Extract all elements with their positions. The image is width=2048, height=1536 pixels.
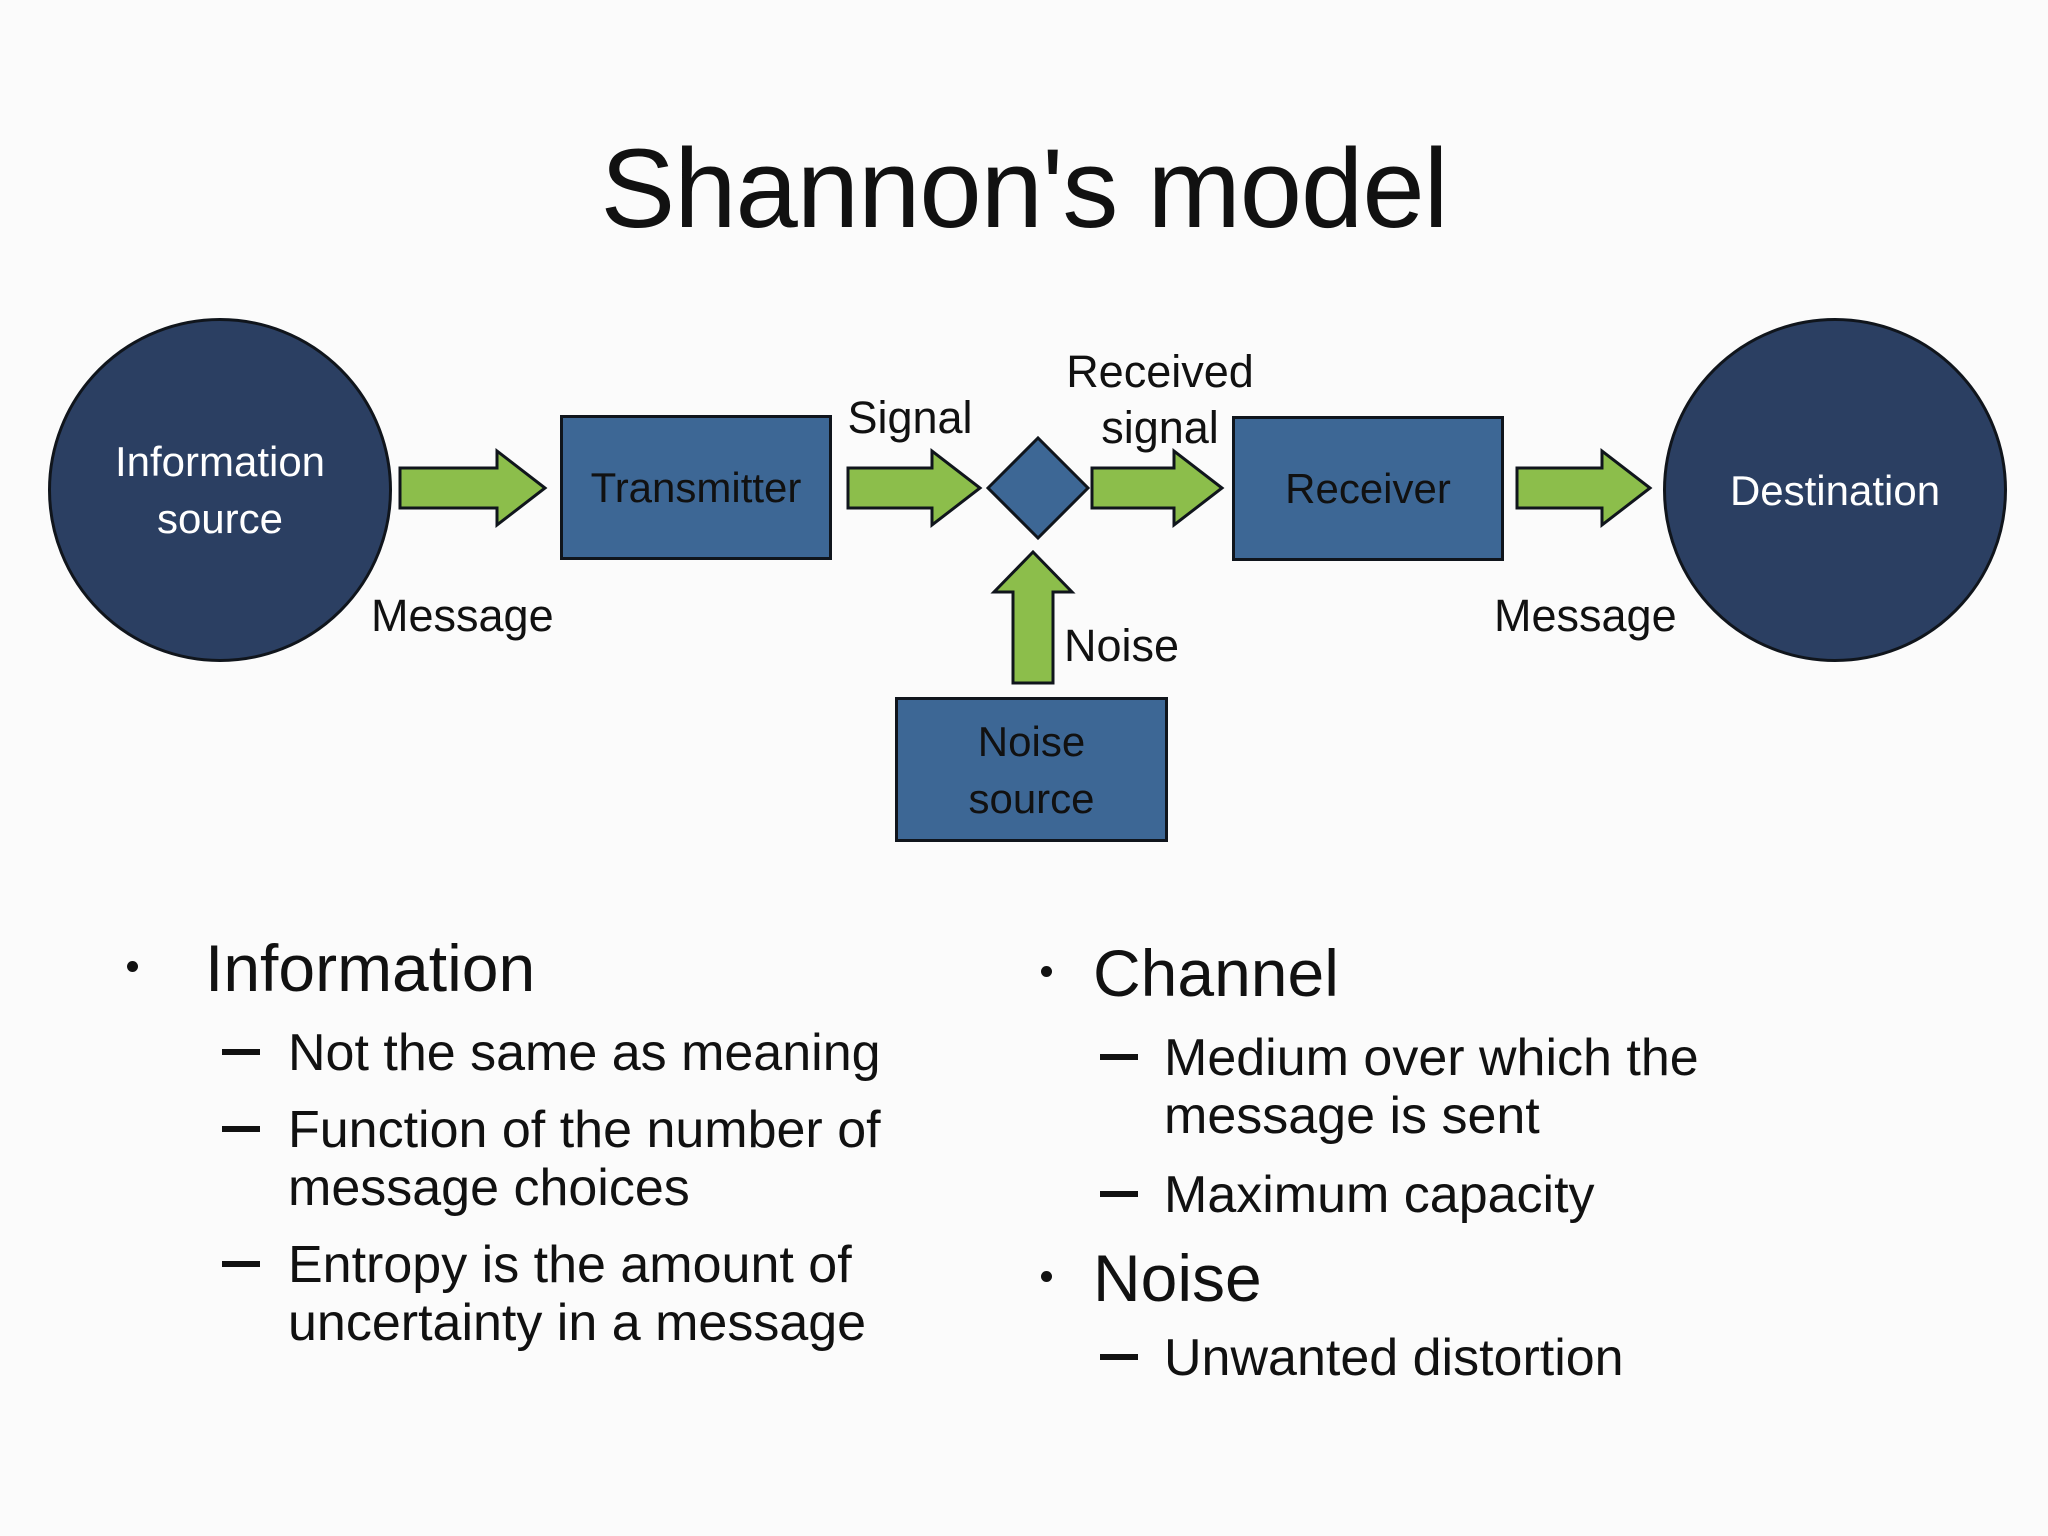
arrow-message-left-icon bbox=[398, 447, 548, 529]
bullet-dash-icon bbox=[222, 1261, 260, 1267]
transmitter-label: Transmitter bbox=[590, 464, 802, 511]
information-source-label: Information source bbox=[114, 438, 326, 542]
destination-node: Destination bbox=[1663, 318, 2007, 662]
destination-label: Destination bbox=[1729, 466, 1941, 514]
bullet-subitem-entropy: Entropy is the amount of uncertainty in … bbox=[222, 1236, 866, 1352]
bullet-subitem-maximum-capacity: Maximum capacity bbox=[1100, 1166, 1595, 1224]
receiver-node: Receiver bbox=[1232, 416, 1504, 561]
bullet-dash-icon bbox=[1100, 1354, 1138, 1360]
arrow-message-right-icon bbox=[1515, 447, 1653, 529]
bullet-dash-icon bbox=[1100, 1054, 1138, 1060]
arrow-signal-icon bbox=[846, 447, 983, 529]
bullet-dash-icon bbox=[222, 1126, 260, 1132]
page-title: Shannon's model bbox=[600, 126, 1449, 251]
bullet-subitem-text: Function of the number of message choice… bbox=[288, 1101, 881, 1217]
bullet-subitem-medium: Medium over which the message is sent bbox=[1100, 1029, 1699, 1145]
label-message-left: Message bbox=[371, 590, 554, 641]
bullet-subitem-text: Maximum capacity bbox=[1164, 1166, 1595, 1224]
bullet-subitem-text: Medium over which the message is sent bbox=[1164, 1029, 1699, 1145]
bullet-subitem-text: Entropy is the amount of uncertainty in … bbox=[288, 1236, 867, 1352]
arrow-received-signal-icon bbox=[1090, 447, 1225, 529]
label-signal: Signal bbox=[847, 392, 973, 443]
transmitter-node: Transmitter bbox=[560, 415, 832, 560]
bullet-subitem-function-of-choices: Function of the number of message choice… bbox=[222, 1101, 881, 1217]
bullet-item-title: Channel bbox=[1093, 936, 1339, 1010]
noise-source-label: Noise source bbox=[968, 717, 1095, 822]
bullet-dash-icon bbox=[1100, 1191, 1138, 1197]
bullet-dot-icon bbox=[127, 961, 138, 972]
receiver-label: Receiver bbox=[1285, 465, 1451, 512]
bullet-item-information: Information bbox=[127, 935, 535, 1001]
bullet-subitem-text: Unwanted distortion bbox=[1164, 1329, 1624, 1387]
bullet-subitem-text: Not the same as meaning bbox=[288, 1024, 881, 1082]
bullet-dot-icon bbox=[1041, 966, 1052, 977]
label-noise: Noise bbox=[1064, 620, 1180, 671]
information-source-node: Information source bbox=[48, 318, 392, 662]
bullet-item-title: Noise bbox=[1093, 1241, 1262, 1315]
bullet-item-title: Information bbox=[205, 931, 536, 1005]
bullet-subitem-not-same-as-meaning: Not the same as meaning bbox=[222, 1024, 881, 1082]
label-received-signal: Received signal bbox=[1066, 346, 1254, 453]
bullet-subitem-unwanted-distortion: Unwanted distortion bbox=[1100, 1329, 1624, 1387]
noise-source-node: Noise source bbox=[895, 697, 1168, 842]
label-message-right: Message bbox=[1494, 590, 1677, 641]
bullet-dot-icon bbox=[1041, 1271, 1052, 1282]
bullet-item-channel: Channel bbox=[1041, 940, 1339, 1006]
bullet-item-noise: Noise bbox=[1041, 1245, 1262, 1311]
bullet-dash-icon bbox=[222, 1049, 260, 1055]
arrow-noise-up-icon bbox=[990, 549, 1076, 685]
